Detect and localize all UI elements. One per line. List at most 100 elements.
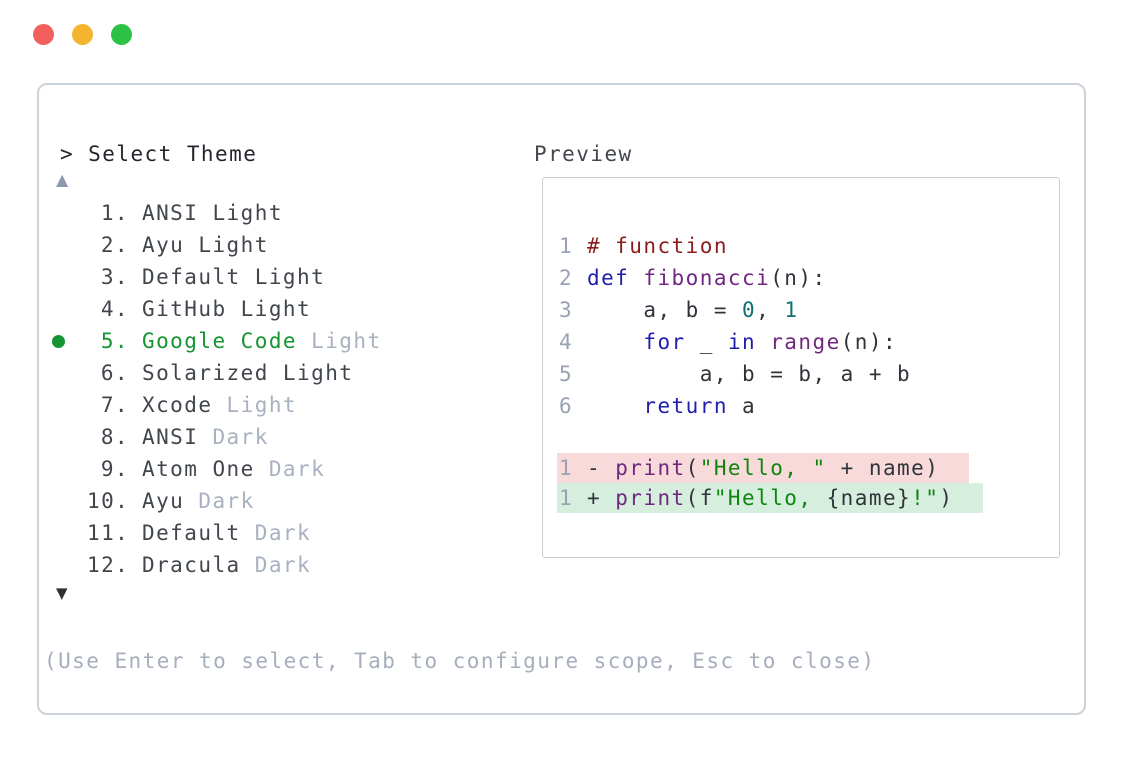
theme-list-item[interactable]: 11. Default Dark <box>51 517 382 549</box>
code-token-pln: , <box>756 298 785 322</box>
code-token-pln: a, b = <box>587 298 743 322</box>
bullet-slot <box>51 357 87 389</box>
bullet-slot <box>51 485 87 517</box>
theme-item-number: 10. <box>87 489 130 513</box>
code-token-typ: print <box>615 456 686 480</box>
theme-item-variant: Dark <box>198 425 269 449</box>
code-token-pln: + <box>587 486 616 510</box>
code-token-kw: in <box>727 330 757 354</box>
code-token-typ: fibonacci <box>643 266 771 290</box>
selected-bullet-slot <box>51 325 87 357</box>
code-token-typ: print <box>615 486 686 510</box>
code-token-pln: a, b = b, a + b <box>587 362 912 386</box>
theme-item-number: 1. <box>100 201 129 225</box>
theme-item-number: 11. <box>87 521 130 545</box>
code-token-str: !" <box>911 486 940 510</box>
zoom-window-icon[interactable] <box>111 24 132 45</box>
theme-item-name: Ayu <box>142 489 185 513</box>
theme-item-variant: Dark <box>240 553 312 577</box>
code-token-pln: (n): <box>770 266 827 290</box>
line-number: 6 <box>559 394 574 418</box>
code-token-str: "Hello, <box>713 486 827 510</box>
theme-list-item[interactable]: 6. Solarized Light <box>51 357 382 389</box>
bullet-slot <box>51 293 87 325</box>
window-controls <box>33 24 132 45</box>
bullet-slot <box>51 389 87 421</box>
code-token-pln <box>587 390 643 422</box>
code-token-typ: range <box>770 330 841 354</box>
theme-item-name: Xcode <box>142 393 213 417</box>
theme-list-item[interactable]: 9. Atom One Dark <box>51 453 382 485</box>
theme-list-item[interactable]: 4.GitHub Light <box>51 293 382 325</box>
theme-item-number: 2. <box>100 233 129 257</box>
line-number: 1 <box>559 486 574 510</box>
theme-item-variant: Dark <box>254 457 326 481</box>
code-token-pln: (f <box>685 486 714 510</box>
theme-item-number: 8. <box>100 425 129 449</box>
code-line: 5 a, b = b, a + b <box>559 358 911 390</box>
code-token-pln <box>629 262 643 294</box>
select-theme-prompt: > Select Theme <box>60 142 258 166</box>
close-window-icon[interactable] <box>33 24 54 45</box>
line-number: 3 <box>559 298 574 322</box>
bullet-slot <box>51 421 87 453</box>
theme-item-name: Default <box>142 521 241 545</box>
code-token-pln: + name) <box>826 456 940 480</box>
line-number: 2 <box>559 266 574 290</box>
theme-item-name: Google Code <box>142 329 298 353</box>
scroll-down-icon[interactable]: ▼ <box>56 584 68 602</box>
help-text: (Use Enter to select, Tab to configure s… <box>44 649 876 673</box>
code-token-pln: a <box>727 394 757 418</box>
theme-list-item[interactable]: 5. Google Code Light <box>51 325 382 357</box>
code-token-pln: _ <box>685 330 728 354</box>
code-line: 2 def fibonacci(n): <box>559 262 911 294</box>
bullet-slot <box>51 549 87 581</box>
code-token-pln: ) <box>939 486 954 510</box>
code-token-kw: def <box>587 266 630 290</box>
theme-item-name: Default Light <box>142 265 326 289</box>
bullet-slot <box>51 229 87 261</box>
theme-item-number: 9. <box>100 457 129 481</box>
theme-item-number: 7. <box>100 393 129 417</box>
preview-label: Preview <box>534 142 633 166</box>
preview-pane: 1 # function 2 def fibonacci(n): 3 a, b = 0,… <box>542 177 1060 558</box>
minimize-window-icon[interactable] <box>72 24 93 45</box>
theme-item-number: 6. <box>100 361 129 385</box>
selected-dot-icon <box>52 334 65 348</box>
theme-item-name: Dracula <box>142 553 241 577</box>
scroll-up-icon[interactable]: ▲ <box>56 170 69 189</box>
theme-item-number: 5. <box>100 329 129 353</box>
theme-item-name: ANSI <box>142 425 199 449</box>
bullet-slot <box>51 197 87 229</box>
theme-item-name: Atom One <box>142 457 255 481</box>
theme-list-item[interactable]: 7. Xcode Light <box>51 389 382 421</box>
code-token-kw: return <box>643 394 728 418</box>
bullet-slot <box>51 453 87 485</box>
line-number: 4 <box>559 330 574 354</box>
theme-item-variant: Dark <box>240 521 312 545</box>
diff-line-added: 1+ print(f"Hello, {name}!") <box>557 483 984 513</box>
theme-list-item[interactable]: 1.ANSI Light <box>51 197 382 229</box>
code-token-pln: ( <box>685 456 700 480</box>
theme-list-item[interactable]: 8. ANSI Dark <box>51 421 382 453</box>
theme-item-number: 3. <box>100 265 129 289</box>
theme-item-variant: Light <box>297 329 382 353</box>
code-token-pln <box>756 326 770 358</box>
theme-list-item[interactable]: 2.Ayu Light <box>51 229 382 261</box>
code-token-lit: 0 <box>742 298 757 322</box>
theme-item-variant: Light <box>212 393 298 417</box>
theme-list-item[interactable]: 12. Dracula Dark <box>51 549 382 581</box>
code-line: 6 return a <box>559 390 911 422</box>
theme-item-name: Solarized Light <box>142 361 354 385</box>
theme-list-item[interactable]: 10. Ayu Dark <box>51 485 382 517</box>
code-token-kw: for <box>643 330 686 354</box>
bullet-slot <box>51 517 87 549</box>
code-token-pln <box>587 326 643 358</box>
theme-list-item[interactable]: 3. Default Light <box>51 261 382 293</box>
theme-item-variant: Dark <box>184 489 255 513</box>
theme-item-number: 12. <box>87 553 130 577</box>
diff-line-removed: 1- print("Hello, " + name) <box>557 453 970 483</box>
bullet-slot <box>51 261 87 293</box>
code-token-com: # function <box>587 234 728 258</box>
